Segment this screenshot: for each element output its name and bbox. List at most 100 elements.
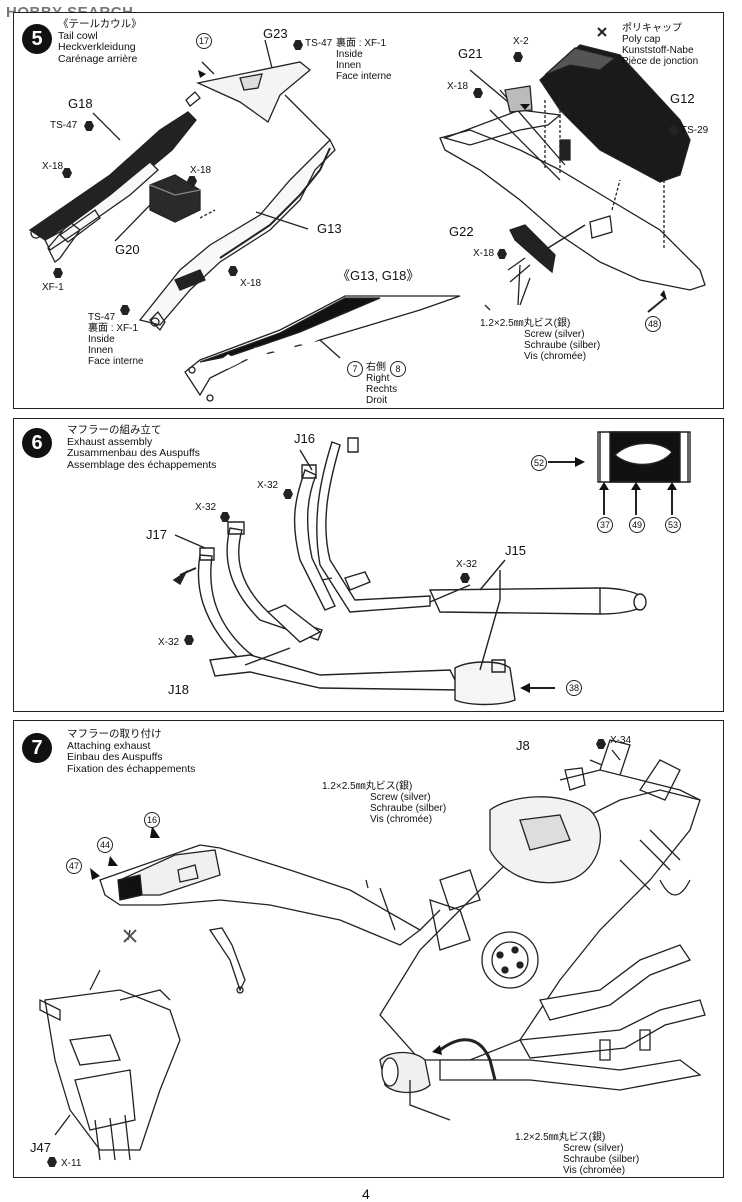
screw7b-de: Schraube (silber) [563, 1154, 640, 1165]
part-g23-label: G23 [263, 26, 288, 41]
screw5-de: Schraube (silber) [524, 340, 601, 351]
paint-x34-swatch [596, 739, 606, 749]
paint-x18-swatch-c [228, 266, 238, 276]
page-number: 4 [362, 1186, 370, 1202]
polycap-en: Poly cap [622, 34, 661, 45]
paint-x2-label: X-2 [513, 36, 529, 47]
step-5-title-jp: 《テールカウル》 [58, 18, 142, 30]
paint-xf1-label: XF-1 [42, 282, 64, 293]
step-5-title: 《テールカウル》 Tail cowl Heckverkleidung Carén… [58, 18, 142, 65]
ts47-left-de: Innen [88, 345, 114, 356]
ts47-inside-note-de: Innen [336, 60, 362, 71]
decal-52-marker: 52 [531, 455, 547, 471]
screw-note-step5: 1.2×2.5㎜丸ビス(銀) Screw (silver) Schraube (… [480, 318, 600, 362]
part-j16-label: J16 [294, 431, 315, 446]
step-5-title-en: Tail cowl [58, 29, 98, 42]
right-side-en: Right [366, 373, 390, 384]
ts47-left-label: TS-47 [88, 312, 116, 323]
screw7b-fr: Vis (chromée) [563, 1165, 626, 1176]
polycap-note: ポリキャップ Poly cap Kunststoff-Nabe Pièce de… [622, 23, 698, 67]
paint-ts47-label-g18: TS-47 [50, 120, 78, 131]
paint-x18-label-c: X-18 [240, 278, 262, 289]
decal-48-marker: 48 [645, 316, 661, 332]
paint-ts47-swatch-g18 [84, 121, 94, 131]
ts47-left-en: Inside [88, 334, 115, 345]
ts47-left-fr: Face interne [88, 356, 144, 367]
part-g22-label: G22 [449, 224, 474, 239]
paint-x18-label-d: X-18 [447, 81, 469, 92]
part-g12-label: G12 [670, 91, 695, 106]
ts47-inside-note: 裏面 : XF-1 Inside Innen Face interne [336, 38, 392, 82]
decal-7-marker: 7 [347, 361, 363, 377]
screw7a-jp: 1.2×2.5㎜丸ビス(銀) [322, 781, 413, 792]
step-7-title-de: Einbau des Auspuffs [67, 751, 163, 763]
ts47-inside-note-jp: 裏面 : XF-1 [336, 38, 387, 49]
paint-x32-swatch-c [460, 573, 470, 583]
paint-ts47-swatch-b [120, 305, 130, 315]
decal-37-marker: 37 [597, 517, 613, 533]
step-5-number: 5 [22, 24, 52, 54]
step-5-title-fr: Carénage arrière [58, 52, 138, 65]
decal-8-marker: 8 [390, 361, 406, 377]
part-j8-label: J8 [516, 738, 530, 753]
part-g21-label: G21 [458, 46, 483, 61]
ts47-inside-note-en: Inside [336, 49, 363, 60]
step-6-title: マフラーの組み立て Exhaust assembly Zusammenbau d… [67, 424, 217, 471]
step-6-title-jp: マフラーの組み立て [67, 424, 162, 436]
polycap-de: Kunststoff-Nabe [622, 45, 694, 56]
screw7b-jp: 1.2×2.5㎜丸ビス(銀) [515, 1132, 606, 1143]
screw7a-fr: Vis (chromée) [370, 814, 433, 825]
paint-x18-swatch-b [187, 176, 197, 186]
decal-38-marker: 38 [566, 680, 582, 696]
step-7-title-en: Attaching exhaust [67, 739, 151, 752]
paint-x32-label-d: X-32 [158, 637, 180, 648]
right-side-note: 右側 Right Rechts Droit [366, 362, 397, 406]
paint-x11-label: X-11 [61, 1158, 82, 1169]
decal-17-marker: 17 [196, 33, 212, 49]
screw5-fr: Vis (chromée) [524, 351, 587, 362]
part-g13-g18-label: 《G13, G18》 [337, 268, 420, 283]
step-7-title: マフラーの取り付け Attaching exhaust Einbau des A… [67, 728, 196, 775]
polycap-fr: Pièce de jonction [622, 56, 699, 67]
polycap-jp: ポリキャップ [622, 23, 682, 34]
paint-ts47-label: TS-47 [305, 38, 333, 49]
paint-x32-label-b: X-32 [195, 502, 217, 513]
part-j18-label: J18 [168, 682, 189, 697]
ts47-left-jp: 裏面 : XF-1 [88, 323, 139, 334]
paint-x32-label-c: X-32 [456, 559, 478, 570]
screw7a-en: Screw (silver) [370, 792, 431, 803]
paint-x32-swatch-a [283, 489, 293, 499]
paint-x18-swatch-d [473, 88, 483, 98]
right-side-jp: 右側 [366, 362, 386, 373]
paint-x2-swatch [513, 52, 523, 62]
screw7b-en: Screw (silver) [563, 1143, 624, 1154]
step-6-title-fr: Assemblage des échappements [67, 458, 217, 471]
decal-53-marker: 53 [665, 517, 681, 533]
part-g20-label: G20 [115, 242, 140, 257]
paint-ts29-label: TS-29 [681, 125, 709, 136]
paint-x32-swatch-b [220, 512, 230, 522]
step-7-title-fr: Fixation des échappements [67, 762, 196, 775]
step-7-title-jp: マフラーの取り付け [67, 728, 162, 740]
paint-x32-label-a: X-32 [257, 480, 279, 491]
decal-47-marker: 47 [66, 858, 82, 874]
step-6-title-de: Zusammenbau des Auspuffs [67, 447, 200, 459]
paint-x34-label: X-34 [610, 735, 632, 746]
decal-16-marker: 16 [144, 812, 160, 828]
part-j47-label: J47 [30, 1140, 51, 1155]
paint-ts29-swatch [669, 125, 679, 135]
part-g13-label: G13 [317, 221, 342, 236]
paint-x18-label-e: X-18 [473, 248, 495, 259]
ts47-inside-note-fr: Face interne [336, 71, 392, 82]
part-j17-label: J17 [146, 527, 167, 542]
paint-xf1-swatch [53, 268, 63, 278]
decal-44-marker: 44 [97, 837, 113, 853]
paint-x18-label-a: X-18 [42, 161, 64, 172]
step-6-number: 6 [22, 428, 52, 458]
screw5-jp: 1.2×2.5㎜丸ビス(銀) [480, 318, 571, 329]
decal-49-marker: 49 [629, 517, 645, 533]
paint-ts47-swatch [293, 40, 303, 50]
part-j15-label: J15 [505, 543, 526, 558]
screw7a-de: Schraube (silber) [370, 803, 447, 814]
part-g18-label: G18 [68, 96, 93, 111]
